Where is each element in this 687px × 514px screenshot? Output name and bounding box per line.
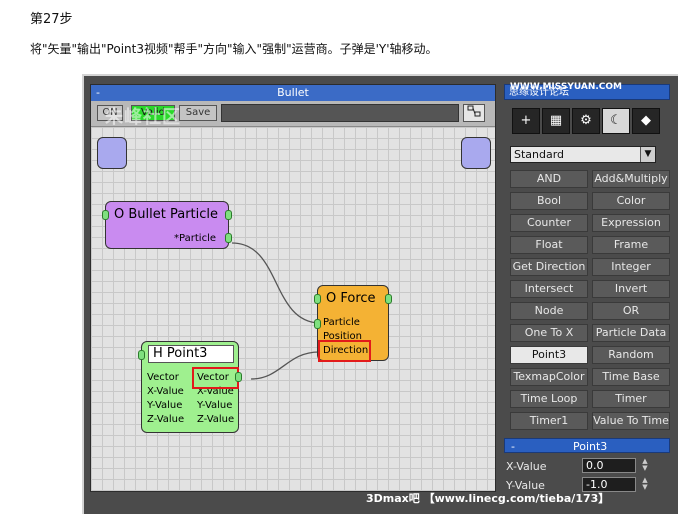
point3-row-out: X-Value [197, 386, 234, 397]
bullet-particle-output-port[interactable] [225, 233, 232, 243]
point3-row-in: Vector [147, 372, 179, 383]
point3-helper-node[interactable]: H Point3 Vector Vector X-Value X-Value Y… [138, 341, 242, 433]
layout-icon[interactable] [463, 104, 485, 122]
layout-icon-glyph [467, 105, 481, 117]
operator-button[interactable]: Counter [510, 214, 588, 232]
panel-title-text: 思缘设计论坛 [509, 87, 569, 98]
force-input-particle: Particle [323, 317, 360, 328]
bullet-particle-node[interactable]: O Bullet Particle *Particle [102, 201, 232, 249]
community-logo-watermark: 朱峰社区 [105, 107, 181, 128]
collapsed-node-left[interactable] [97, 137, 127, 169]
operator-button[interactable]: One To X [510, 324, 588, 342]
operator-category-dropdown[interactable]: Standard ▼ [510, 146, 656, 163]
force-input-direction: Direction [323, 345, 369, 356]
point3-row-in: Y-Value [147, 400, 183, 411]
force-node-title: O Force [326, 291, 376, 306]
rollout-title: Point3 [573, 440, 608, 453]
operator-button[interactable]: Add&Multiply [592, 170, 670, 188]
operator-button[interactable]: AND [510, 170, 588, 188]
editor-title-text: Bullet [277, 86, 309, 99]
toolbar-message-field [221, 104, 459, 122]
force-side-port[interactable] [385, 294, 392, 304]
operator-button[interactable]: Float [510, 236, 588, 254]
operator-button-point3-selected[interactable]: Point3 [510, 346, 588, 364]
particle-view-window: Bullet - ON Valid Save [82, 74, 678, 514]
save-button[interactable]: Save [179, 105, 217, 121]
operator-button[interactable]: Time Loop [510, 390, 588, 408]
operator-button[interactable]: Particle Data [592, 324, 670, 342]
editor-toolbar: ON Valid Save [91, 101, 495, 127]
direction-highlight-box [318, 340, 371, 362]
editor-titlebar[interactable]: Bullet [91, 85, 495, 101]
depot-panel: 思缘设计论坛 + ▦ ⚙ ☾ ◆ Standard ▼ AND Add&Mult… [502, 84, 672, 492]
force-operator-node[interactable]: O Force Particle Position Direction [314, 285, 392, 362]
operator-button[interactable]: Frame [592, 236, 670, 254]
operator-button[interactable]: Invert [592, 280, 670, 298]
point3-input-port[interactable] [138, 350, 145, 360]
panel-titlebar: 思缘设计论坛 [504, 84, 670, 100]
point3-vector-output-port[interactable] [235, 372, 242, 382]
instruction-text: 将"矢量"输出"Point3视频"帮手"方向"输入"强制"运营商。子弹是'Y'轴… [30, 42, 438, 56]
valid-button[interactable]: Valid [131, 105, 175, 121]
particle-flow-editor: Bullet - ON Valid Save [90, 84, 496, 492]
operator-button[interactable]: Bool [510, 192, 588, 210]
dropdown-value: Standard [514, 148, 565, 161]
site-watermark: WWW.MISSYUAN.COM [510, 82, 623, 92]
y-value-spinner[interactable]: ▲▼ [642, 476, 648, 491]
step-title: 第27步 [30, 12, 73, 27]
operator-button[interactable]: Timer1 [510, 412, 588, 430]
operator-button[interactable]: Timer [592, 390, 670, 408]
vector-output-highlight-box [192, 367, 239, 389]
operator-button[interactable]: Integer [592, 258, 670, 276]
bullet-output-label: *Particle [174, 233, 216, 244]
bullet-node-title: O Bullet Particle [114, 207, 219, 222]
wrench-icon[interactable]: ☾ [602, 108, 630, 134]
chevron-down-icon[interactable]: ▼ [640, 147, 655, 162]
create-icon[interactable]: + [512, 108, 540, 134]
node-canvas[interactable]: O Bullet Particle *Particle O Force Part… [91, 127, 495, 491]
wire-particle [231, 242, 320, 324]
force-particle-port[interactable] [314, 319, 321, 329]
bullet-side-port[interactable] [225, 210, 232, 220]
operator-button[interactable]: Intersect [510, 280, 588, 298]
force-input-port[interactable] [314, 294, 321, 304]
point3-row-in: X-Value [147, 386, 184, 397]
x-value-label: X-Value [506, 460, 547, 473]
point3-header: H Point3 [148, 345, 234, 363]
collapse-button[interactable]: - [96, 86, 100, 99]
operator-button[interactable]: Color [592, 192, 670, 210]
operator-button[interactable]: OR [592, 302, 670, 320]
point3-row-out: Z-Value [197, 414, 235, 425]
point3-rollout-header[interactable]: - Point3 [504, 438, 670, 453]
wires [231, 242, 320, 380]
operator-button[interactable]: Value To Time [592, 412, 670, 430]
point3-row-out: Vector [197, 372, 229, 383]
point3-node-title: H Point3 [153, 346, 208, 361]
operator-button[interactable]: Node [510, 302, 588, 320]
y-value-input[interactable]: -1.0 [582, 477, 636, 492]
rollout-collapse-icon[interactable]: - [511, 440, 515, 453]
gear-icon[interactable]: ⚙ [572, 108, 600, 134]
point3-row-out: Y-Value [197, 400, 233, 411]
operator-button[interactable]: Time Base [592, 368, 670, 386]
x-value-spinner[interactable]: ▲▼ [642, 457, 648, 472]
operator-button[interactable]: Expression [592, 214, 670, 232]
operator-button[interactable]: TexmapColor [510, 368, 588, 386]
grid-icon[interactable]: ▦ [542, 108, 570, 134]
collapsed-node-right[interactable] [461, 137, 491, 169]
wire-direction [250, 351, 320, 380]
on-toggle-button[interactable]: ON [97, 105, 123, 121]
x-value-input[interactable]: 0.0 [582, 458, 636, 473]
y-value-label: Y-Value [506, 479, 545, 492]
bullet-input-port[interactable] [102, 210, 109, 220]
operator-button[interactable]: Random [592, 346, 670, 364]
cube-icon[interactable]: ◆ [632, 108, 660, 134]
forum-watermark: 3Dmax吧 【www.linecg.com/tieba/173】 [366, 492, 610, 505]
point3-row-in: Z-Value [147, 414, 185, 425]
operator-button[interactable]: Get Direction [510, 258, 588, 276]
force-input-position: Position [323, 331, 362, 342]
